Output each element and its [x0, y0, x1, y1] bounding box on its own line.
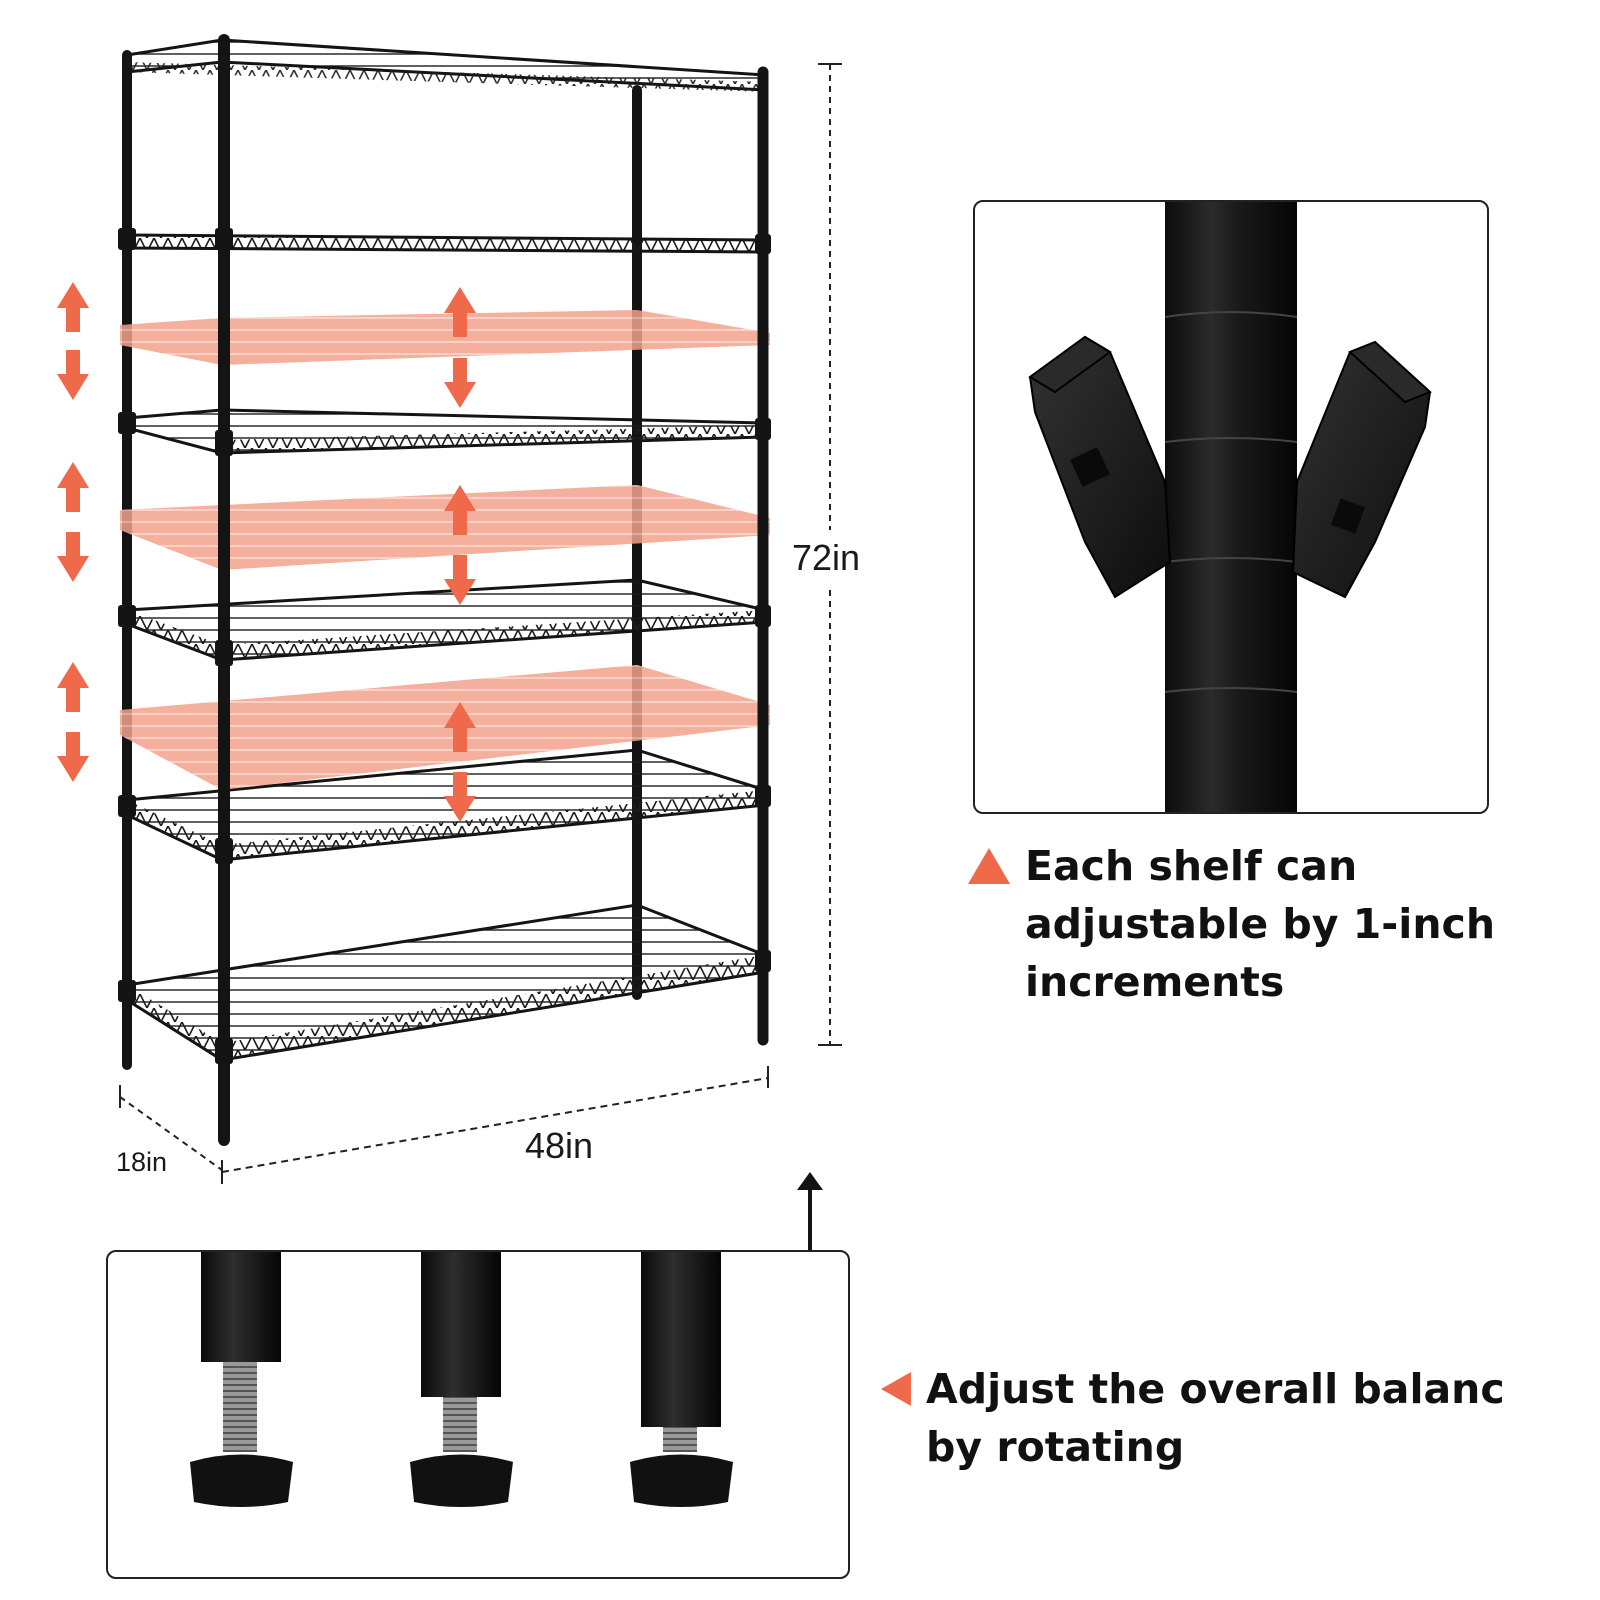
post	[1165, 202, 1297, 812]
triangle-up-icon	[968, 848, 1010, 884]
leveling-foot	[190, 1252, 293, 1507]
up-down-arrow-icon	[444, 287, 476, 408]
up-down-arrow-icon	[57, 462, 89, 582]
callout-line: increments	[1025, 958, 1285, 1006]
up-down-arrow-icon	[57, 662, 89, 782]
triangle-left-icon	[881, 1372, 911, 1406]
post-sleeves	[118, 228, 771, 1064]
height-label: 72in	[792, 537, 861, 578]
callout-line: adjustable by 1-inch	[1025, 900, 1496, 948]
left-clip	[1028, 335, 1172, 599]
leveling-feet-illustration	[190, 1252, 733, 1507]
height-dimension-line	[818, 63, 842, 1046]
adjust-arrows-center	[444, 287, 476, 822]
callout-line: Adjust the overall balanc	[926, 1365, 1505, 1413]
callout-line: by rotating	[926, 1423, 1185, 1471]
front-posts	[218, 34, 769, 1146]
right-clip	[1291, 340, 1432, 599]
pointer-arrow-icon	[797, 1172, 823, 1250]
up-down-arrow-icon	[444, 702, 476, 822]
shelf-adjust-callout: Each shelf can adjustable by 1-inch incr…	[1025, 837, 1495, 1011]
leveling-foot	[410, 1252, 513, 1507]
up-down-arrow-icon	[57, 282, 89, 400]
width-dimension-line	[221, 1066, 769, 1184]
feet-adjust-callout: Adjust the overall balanc by rotating	[926, 1360, 1505, 1476]
depth-label: 18in	[116, 1147, 168, 1177]
width-label: 48in	[525, 1125, 594, 1166]
up-down-arrow-icon	[444, 485, 476, 605]
shelf-clip-illustration	[1028, 202, 1432, 812]
leveling-foot	[630, 1252, 733, 1507]
adjust-arrows-left	[57, 282, 89, 782]
leveling-feet-detail-panel	[106, 1250, 850, 1579]
callout-line: Each shelf can	[1025, 842, 1358, 890]
depth-dimension-line	[119, 1085, 223, 1171]
shelf-clip-detail-panel	[973, 200, 1489, 814]
